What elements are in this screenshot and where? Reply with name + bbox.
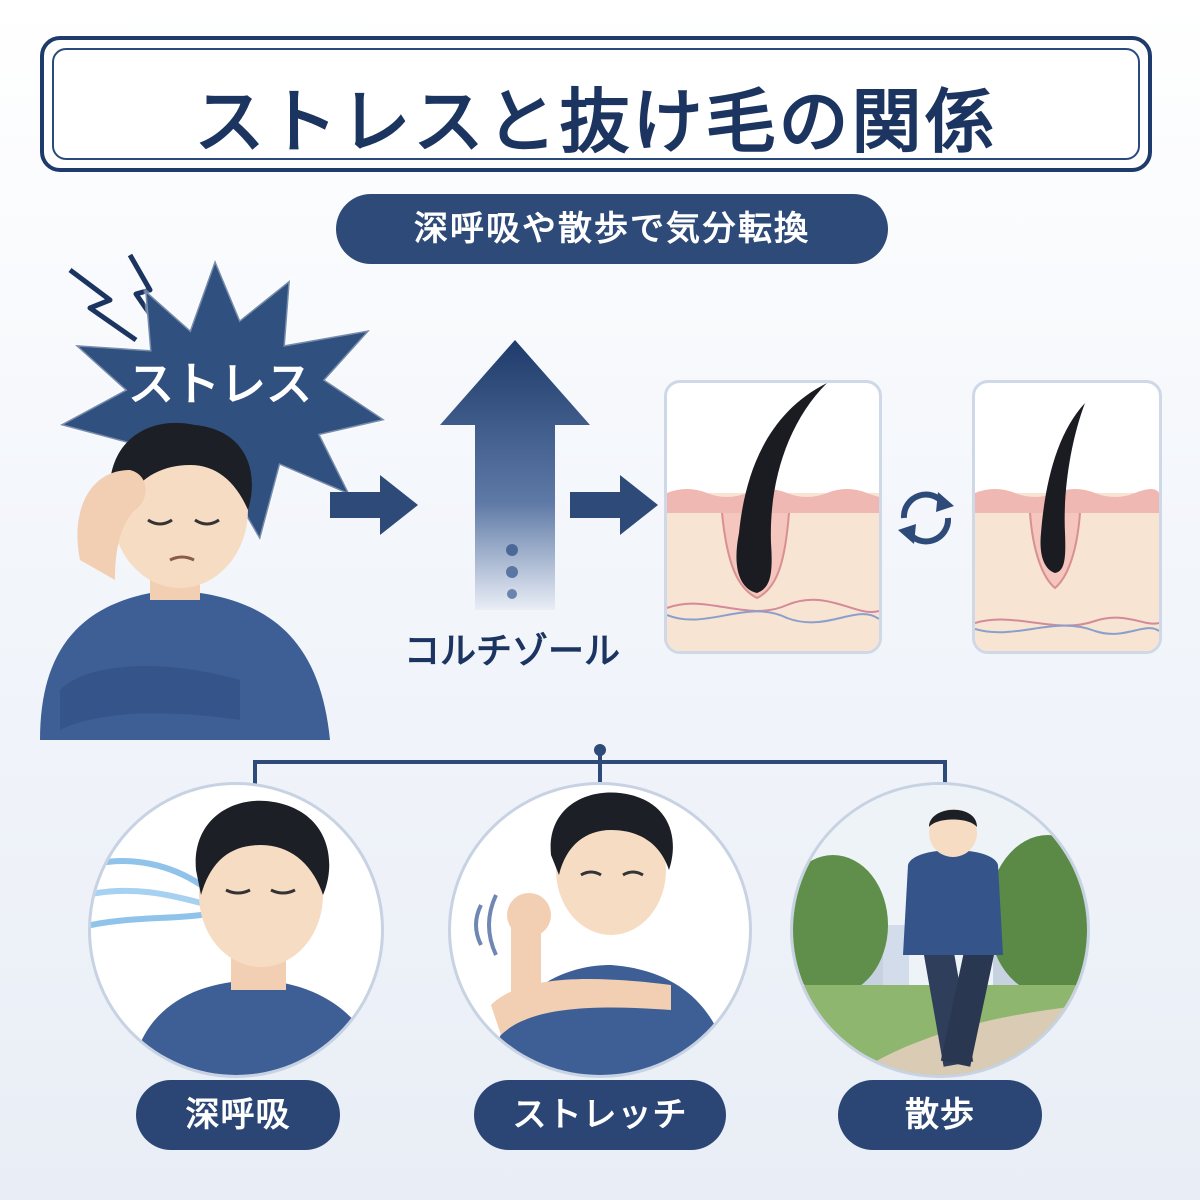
cortisol-label: コルチゾール [403,631,620,672]
cycle-arrows-icon [898,491,954,545]
dots-indicator [506,544,518,599]
title-frame: ストレスと抜け毛の関係 [40,36,1152,172]
action-walk-label: 散歩 [838,1080,1042,1150]
deep-breath-scene [88,782,384,1078]
arrow-right-icon-2 [570,475,658,535]
action-deep-breath-label: 深呼吸 [136,1080,340,1150]
stress-label: ストレス [128,357,312,411]
walking-scene [790,782,1090,1078]
title-inner-border [52,48,1140,160]
stressed-man-illustration [40,422,330,740]
hair-strand-thick [736,383,827,593]
hair-strand-thin [1040,403,1085,573]
cortisol-up-arrow-icon [440,340,590,610]
page-title: ストレスと抜け毛の関係 [194,81,998,163]
hair-follicle-panel-healthy [664,380,882,654]
stretch-scene [448,782,752,1078]
subtitle-pill: 深呼吸や散歩で気分転換 [336,194,888,264]
hair-follicle-panel-thinning [972,380,1162,654]
stressed-man-hair [109,422,252,520]
action-stretch-label: ストレッチ [474,1080,726,1150]
arrow-right-icon [330,475,418,535]
stressed-man-hand [77,470,146,580]
